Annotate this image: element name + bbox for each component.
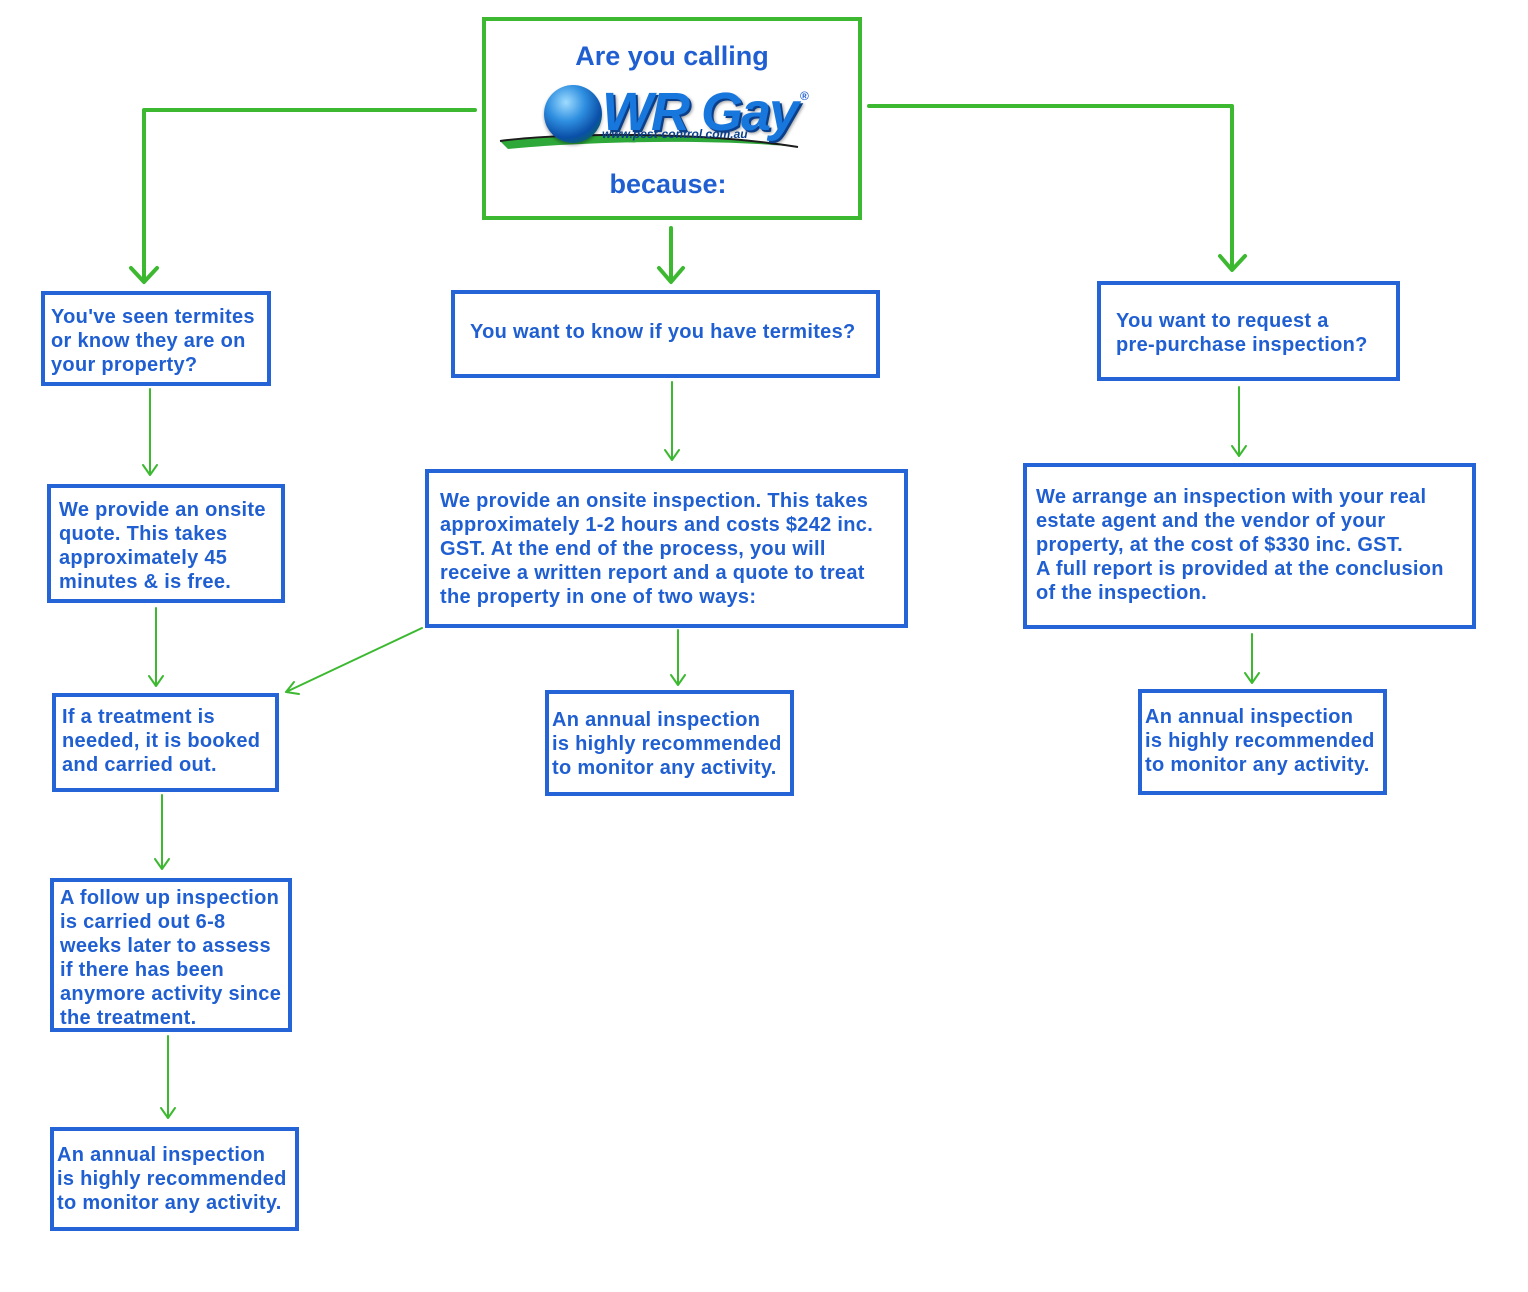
arrowhead-header-right: [1218, 254, 1247, 272]
logo-wordmark: WR Gay: [602, 82, 799, 142]
right-arrangement-box: We arrange an inspection with your real …: [1023, 463, 1476, 629]
arrowhead-right-2: [1244, 672, 1260, 684]
arrowhead-header-left: [129, 266, 159, 284]
arrowhead-left-3: [154, 858, 170, 870]
left-quote-box: We provide an onsite quote. This takes a…: [47, 484, 285, 603]
arrowhead-middle-1: [664, 449, 680, 461]
middle-annual-box: An annual inspection is highly recommend…: [545, 690, 794, 796]
left-treatment-box: If a treatment is needed, it is booked a…: [52, 693, 279, 792]
arrowhead-header-middle: [657, 266, 685, 284]
arrowhead-middle-2: [670, 674, 686, 686]
connector-header-right: [867, 104, 1234, 270]
arrowhead-left-4: [160, 1107, 176, 1119]
arrowhead-middle-to-treatment: [285, 681, 300, 695]
right-question-box: You want to request a pre-purchase inspe…: [1097, 281, 1400, 381]
arrowhead-left-2: [148, 675, 164, 687]
right-annual-box: An annual inspection is highly recommend…: [1138, 689, 1387, 795]
header-title: Are you calling: [575, 41, 769, 71]
arrowhead-left-1: [142, 464, 158, 476]
arrowhead-right-1: [1231, 445, 1247, 457]
left-question-box: You've seen termites or know they are on…: [41, 291, 271, 386]
company-logo: WR Gay ® www.pest-control.com.au: [498, 82, 818, 163]
globe-icon: [544, 85, 602, 143]
connector-middle-to-treatment: [285, 627, 423, 693]
header-box: Are you calling WR Gay ® www.pest-contro…: [482, 17, 862, 220]
middle-question-box: You want to know if you have termites?: [451, 290, 880, 378]
logo-registered-mark: ®: [800, 89, 809, 103]
connector-header-left: [142, 108, 477, 282]
header-subtitle: because:: [609, 169, 727, 199]
logo-url: www.pest-control.com.au: [602, 127, 748, 141]
middle-inspection-box: We provide an onsite inspection. This ta…: [425, 469, 908, 628]
left-annual-box: An annual inspection is highly recommend…: [50, 1127, 299, 1231]
left-followup-box: A follow up inspection is carried out 6-…: [50, 878, 292, 1032]
